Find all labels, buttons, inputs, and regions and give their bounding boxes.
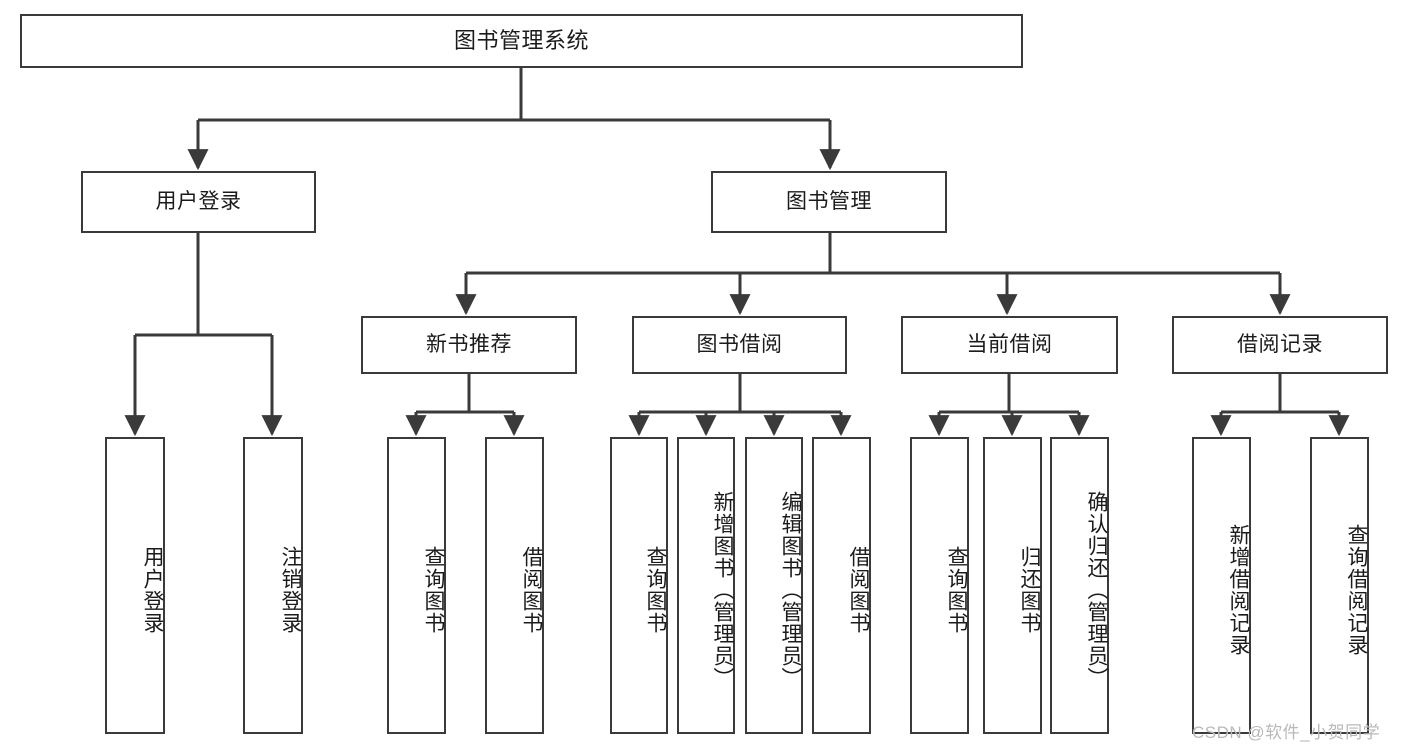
node-label: 归还图书: [1018, 545, 1041, 634]
node-leaf-borrow-book[interactable]: 借阅图书: [812, 437, 871, 734]
csdn-watermark: CSDN @软件_小贺同学: [1192, 723, 1381, 742]
node-leaf-confirm-return-admin[interactable]: 确认归还（管理员）: [1050, 437, 1109, 734]
node-leaf-user-login[interactable]: 用户登录: [105, 437, 165, 734]
node-label: 用户登录: [141, 545, 164, 634]
node-book-borrow[interactable]: 图书借阅: [632, 316, 847, 374]
node-leaf-query-book-recommend[interactable]: 查询图书: [387, 437, 446, 734]
node-leaf-query-borrow-record[interactable]: 查询借阅记录: [1310, 437, 1369, 734]
node-label: 新增借阅记录: [1227, 523, 1250, 656]
node-label: 查询图书: [644, 545, 667, 634]
node-leaf-user-logout[interactable]: 注销登录: [243, 437, 303, 734]
node-leaf-borrow-book-recommend[interactable]: 借阅图书: [485, 437, 544, 734]
node-label: 图书管理: [786, 190, 872, 214]
node-book-management[interactable]: 图书管理: [711, 171, 947, 233]
node-leaf-add-book-admin[interactable]: 新增图书（管理员）: [677, 437, 735, 734]
node-leaf-return-book[interactable]: 归还图书: [983, 437, 1042, 734]
node-leaf-query-book-borrow[interactable]: 查询图书: [610, 437, 668, 734]
node-label: 确认归还（管理员）: [1085, 490, 1108, 689]
node-book-management-system[interactable]: 图书管理系统: [20, 14, 1023, 68]
node-label: 图书借阅: [696, 333, 783, 357]
node-label: 借阅记录: [1237, 333, 1323, 357]
node-user-login[interactable]: 用户登录: [81, 171, 316, 233]
node-label: 查询借阅记录: [1345, 523, 1368, 656]
node-label: 查询图书: [422, 545, 445, 634]
node-label: 编辑图书（管理员）: [779, 490, 802, 689]
node-label: 新增图书（管理员）: [711, 490, 734, 689]
node-label: 注销登录: [279, 545, 302, 634]
node-label: 查询图书: [945, 545, 968, 634]
node-label: 借阅图书: [520, 545, 543, 634]
node-label: 用户登录: [155, 190, 242, 214]
node-label: 新书推荐: [426, 333, 512, 357]
node-leaf-edit-book-admin[interactable]: 编辑图书（管理员）: [745, 437, 803, 734]
node-new-book-recommend[interactable]: 新书推荐: [361, 316, 577, 374]
node-label: 当前借阅: [966, 333, 1053, 357]
node-label: 图书管理系统: [453, 27, 589, 53]
node-label: 借阅图书: [847, 545, 870, 634]
node-leaf-add-borrow-record[interactable]: 新增借阅记录: [1192, 437, 1251, 734]
node-leaf-query-book-current[interactable]: 查询图书: [910, 437, 969, 734]
node-borrow-record[interactable]: 借阅记录: [1172, 316, 1388, 374]
node-current-borrow[interactable]: 当前借阅: [901, 316, 1118, 374]
